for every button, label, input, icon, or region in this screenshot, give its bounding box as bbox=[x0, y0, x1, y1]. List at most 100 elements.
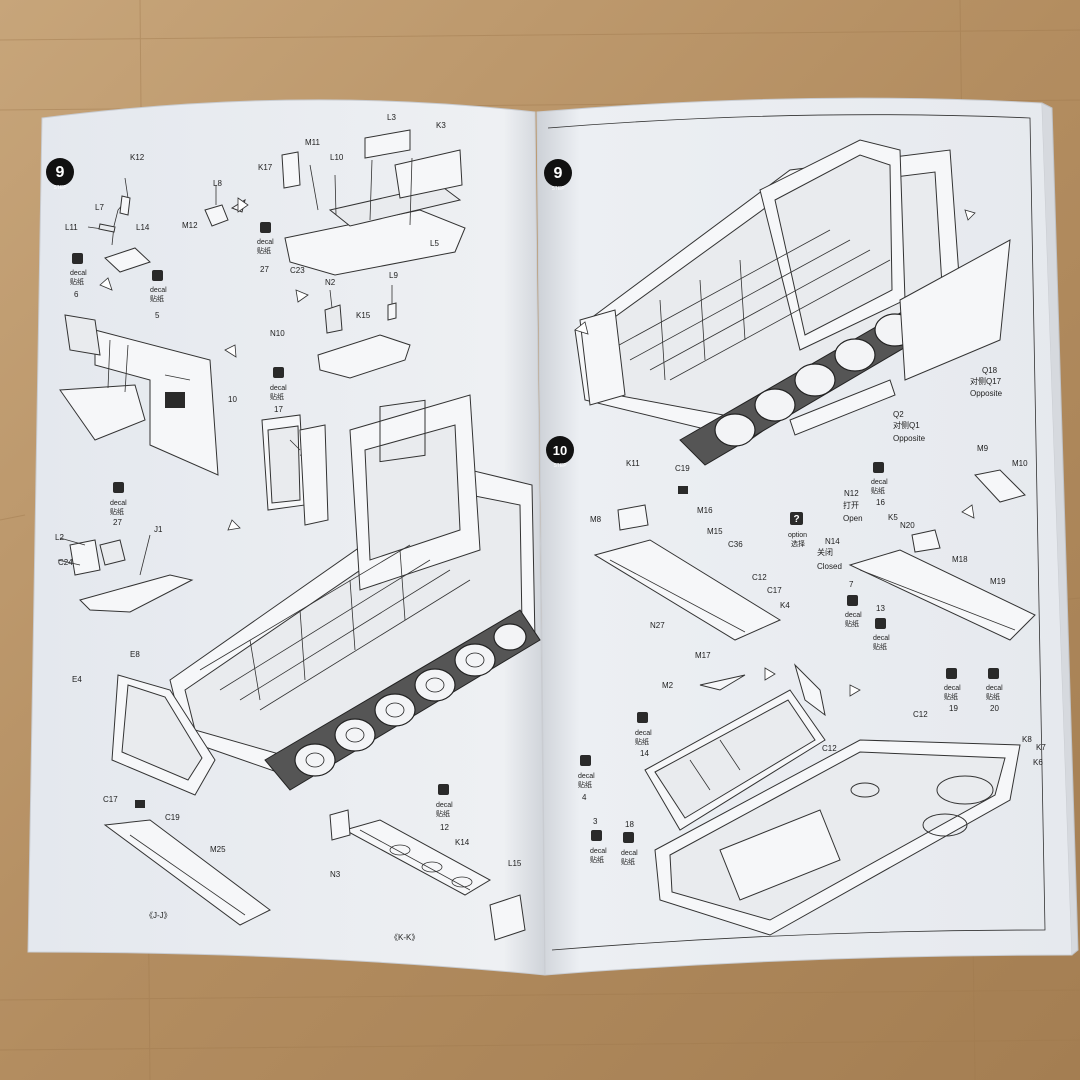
decal-27b-word: decal bbox=[110, 500, 127, 507]
label-c12-a: C12 bbox=[752, 573, 767, 582]
label-k12: K12 bbox=[130, 153, 145, 162]
left-part-labels: K12 L7 L11 L14 L8 M12 K17 M11 L10 L3 K3 … bbox=[55, 113, 522, 879]
label-k6: K6 bbox=[1033, 758, 1043, 767]
label-c12-b: C12 bbox=[913, 710, 928, 719]
part-k14 bbox=[329, 809, 526, 941]
label-k8: K8 bbox=[1022, 735, 1032, 744]
decal-17-cn: 贴纸 bbox=[270, 392, 284, 401]
label-m25: M25 bbox=[210, 845, 226, 854]
subassembly-k12-l14 bbox=[87, 177, 151, 273]
hull-assembly-left bbox=[111, 394, 541, 796]
label-q2-en: Opposite bbox=[893, 434, 926, 443]
label-l3: L3 bbox=[387, 113, 396, 122]
label-n14-cn: 关闭 bbox=[817, 547, 833, 557]
left-step-number: 9 bbox=[56, 164, 65, 181]
svg-text:14: 14 bbox=[640, 749, 649, 758]
label-l14: L14 bbox=[136, 223, 150, 232]
label-l5: L5 bbox=[430, 239, 439, 248]
label-q18-en: Opposite bbox=[970, 389, 1003, 398]
svg-text:7: 7 bbox=[849, 580, 854, 589]
label-k11: K11 bbox=[626, 459, 640, 468]
label-l9: L9 bbox=[389, 271, 398, 280]
label-c36: C36 bbox=[728, 540, 743, 549]
hull-assembly-right bbox=[574, 139, 1011, 466]
label-c24: C24 bbox=[58, 558, 73, 567]
decal-6-num: 6 bbox=[74, 290, 79, 299]
svg-text:3: 3 bbox=[593, 817, 598, 826]
decal-5-word: decal bbox=[150, 287, 167, 294]
label-m18: M18 bbox=[952, 555, 968, 564]
label-n20: N20 bbox=[900, 521, 915, 530]
label-n12-cn: 打开 bbox=[843, 500, 859, 510]
label-c19: C19 bbox=[165, 813, 180, 822]
question-icon bbox=[790, 512, 803, 525]
footer-left-section: 《J-J》 bbox=[145, 911, 172, 920]
label-m8: M8 bbox=[590, 515, 602, 524]
left-decal-icons bbox=[72, 222, 449, 795]
label-l11: L11 bbox=[65, 223, 78, 232]
svg-text:贴纸: 贴纸 bbox=[871, 486, 885, 495]
svg-text:decal: decal bbox=[873, 635, 890, 642]
svg-text:18: 18 bbox=[625, 820, 634, 829]
svg-text:decal: decal bbox=[578, 773, 595, 780]
right-step9-badge: 9 STEP bbox=[544, 159, 572, 192]
label-n12: N12 bbox=[844, 489, 859, 498]
label-l8: L8 bbox=[213, 179, 222, 188]
label-m11: M11 bbox=[305, 138, 321, 147]
svg-text:decal: decal bbox=[871, 479, 888, 486]
decal-12-num: 12 bbox=[440, 823, 449, 832]
label-n2: N2 bbox=[325, 278, 336, 287]
label-c17-r: C17 bbox=[767, 586, 782, 595]
decal-5-num: 5 bbox=[155, 311, 160, 320]
label-q18: Q18 bbox=[982, 366, 998, 375]
right-step9-word: STEP bbox=[551, 186, 565, 192]
decal-17-num: 17 bbox=[274, 405, 283, 414]
svg-text:decal: decal bbox=[621, 850, 638, 857]
step10-side-panel bbox=[644, 689, 826, 831]
right-arrows bbox=[574, 209, 976, 697]
right-step9-number: 9 bbox=[554, 165, 563, 182]
subassembly-j1 bbox=[57, 534, 194, 613]
svg-text:decal: decal bbox=[845, 612, 862, 619]
svg-text:贴纸: 贴纸 bbox=[578, 780, 592, 789]
subassembly-top-center bbox=[281, 129, 466, 276]
left-step-badge: 9 STEP bbox=[46, 158, 74, 191]
part-m25 bbox=[103, 800, 271, 926]
label-m9: M9 bbox=[977, 444, 989, 453]
right-part-labels: Q18 对侧Q17 Opposite Q2 对侧Q1 Opposite M9 M… bbox=[590, 366, 1046, 767]
label-l7: L7 bbox=[95, 203, 104, 212]
decal-17-word: decal bbox=[270, 385, 287, 392]
svg-text:贴纸: 贴纸 bbox=[845, 619, 859, 628]
label-q18-cn: 对侧Q17 bbox=[970, 376, 1002, 386]
step10-m2 bbox=[699, 663, 826, 717]
subassembly-decal-panel bbox=[261, 414, 329, 526]
subassembly-k15 bbox=[317, 285, 411, 379]
left-step-word: STEP bbox=[53, 185, 67, 191]
decal-27b-num: 27 bbox=[113, 518, 122, 527]
label-m17: M17 bbox=[695, 651, 711, 660]
svg-text:13: 13 bbox=[876, 604, 885, 613]
svg-text:贴纸: 贴纸 bbox=[944, 692, 958, 701]
label-n27: N27 bbox=[650, 621, 665, 630]
label-k5: K5 bbox=[888, 513, 898, 522]
step10-floor-right bbox=[848, 469, 1036, 641]
label-m15: M15 bbox=[707, 527, 723, 536]
subassembly-side-panel bbox=[59, 314, 219, 476]
decal-27a-cn: 贴纸 bbox=[257, 246, 271, 255]
right-step10-word: STEP bbox=[553, 463, 567, 469]
label-option: option bbox=[788, 532, 807, 539]
svg-text:19: 19 bbox=[949, 704, 958, 713]
decal-5-cn: 贴纸 bbox=[150, 294, 164, 303]
svg-text:4: 4 bbox=[582, 793, 587, 802]
svg-text:?: ? bbox=[793, 514, 799, 525]
svg-text:贴纸: 贴纸 bbox=[635, 737, 649, 746]
label-n14-en: Closed bbox=[817, 562, 842, 571]
left-arrows bbox=[99, 197, 309, 531]
footer-center-section: 《K-K》 bbox=[390, 933, 419, 942]
label-c23-top: C23 bbox=[290, 266, 305, 275]
decal-12-cn: 贴纸 bbox=[436, 809, 450, 818]
svg-text:decal: decal bbox=[944, 685, 961, 692]
svg-text:贴纸: 贴纸 bbox=[621, 857, 635, 866]
decal-27a-word: decal bbox=[257, 239, 274, 246]
